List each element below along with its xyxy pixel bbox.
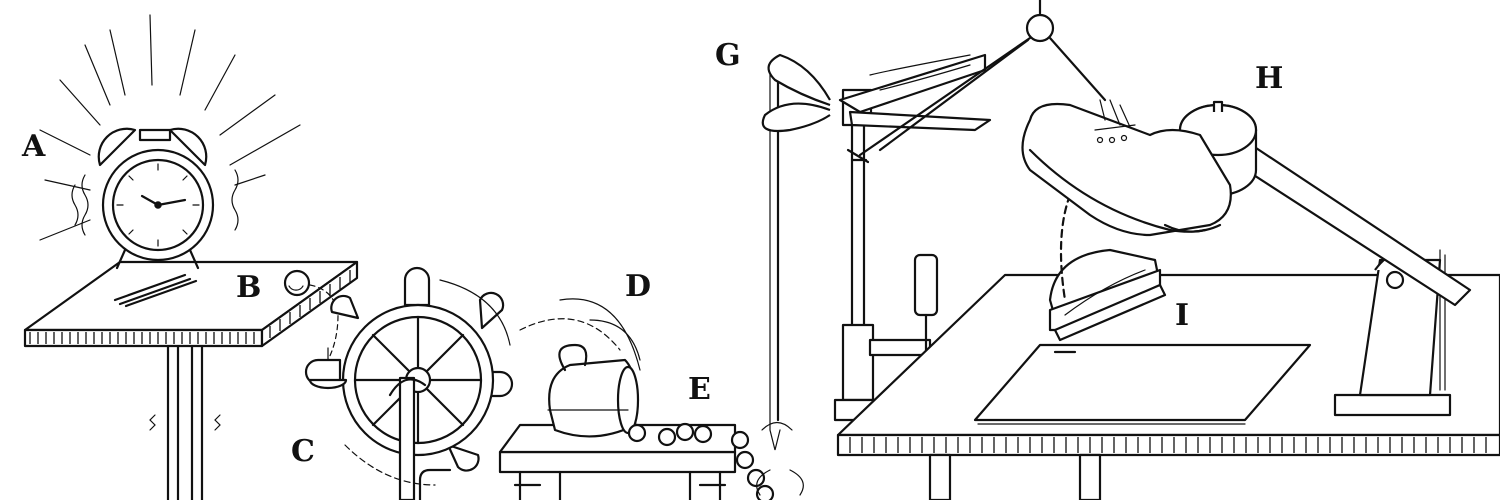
stool-with-cup bbox=[498, 298, 775, 500]
label-c: C bbox=[291, 434, 315, 469]
ball-icon bbox=[283, 269, 339, 371]
label-b: B bbox=[236, 270, 262, 305]
ceiling-ring bbox=[858, 0, 1107, 157]
label-g: G bbox=[715, 38, 741, 73]
scissors-icon bbox=[761, 53, 992, 133]
marbles bbox=[627, 422, 775, 500]
label-e: E bbox=[688, 372, 711, 407]
desk-edge-hatching bbox=[849, 437, 1487, 453]
label-d: D bbox=[625, 269, 652, 304]
boot-icon bbox=[1021, 99, 1232, 237]
label-h: H bbox=[1255, 61, 1284, 96]
label-a: A bbox=[22, 129, 46, 164]
label-i: I bbox=[1175, 298, 1190, 333]
alarm-clock-icon bbox=[39, 14, 301, 270]
ringing-burst-lines bbox=[39, 14, 301, 241]
table-edge-hatching bbox=[29, 270, 351, 344]
pulley-string bbox=[756, 68, 804, 496]
stapler-icon bbox=[1048, 248, 1167, 342]
left-side-table bbox=[23, 260, 359, 500]
cup-icon bbox=[547, 343, 640, 438]
ship-wheel-icon bbox=[304, 266, 514, 500]
